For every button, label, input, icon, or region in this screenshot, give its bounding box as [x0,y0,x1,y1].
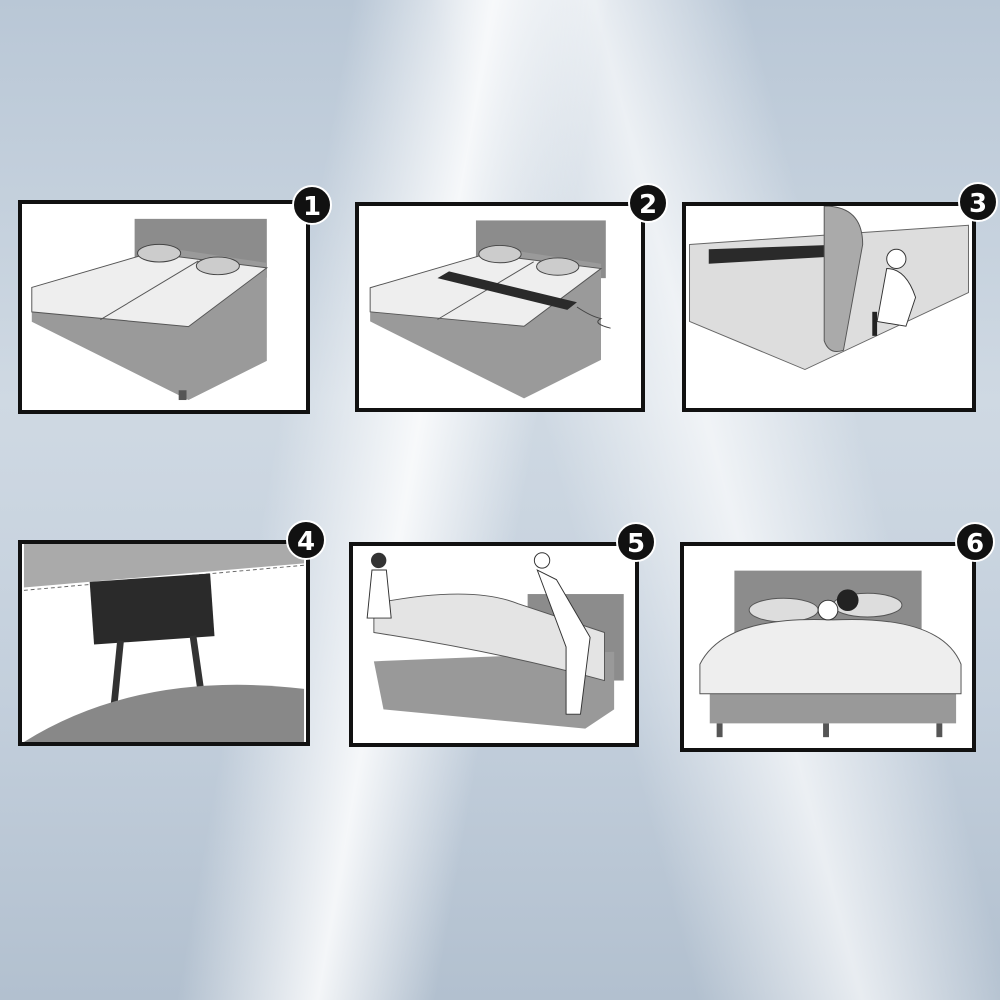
step-number-badge: 1 [292,185,332,225]
fastening-strap-illustration [689,206,969,371]
buckle-closeup-illustration [23,544,305,742]
step-number-badge: 5 [616,522,656,562]
step-6-panel [680,542,976,752]
step-number-badge: 2 [628,183,668,223]
strap-across-beds-illustration [369,220,611,399]
step-2-panel [355,202,645,412]
step-5-panel [349,542,639,747]
spreading-sheet-illustration [366,552,624,729]
step-number-badge: 6 [955,522,995,562]
sleeping-couple-illustration [699,570,962,738]
step-3-panel [682,202,976,412]
step-1-panel [18,200,310,414]
twin-beds-illustration [31,218,269,401]
step-number-badge: 3 [958,182,998,222]
step-4-panel [18,540,310,746]
step-number-badge: 4 [286,520,326,560]
